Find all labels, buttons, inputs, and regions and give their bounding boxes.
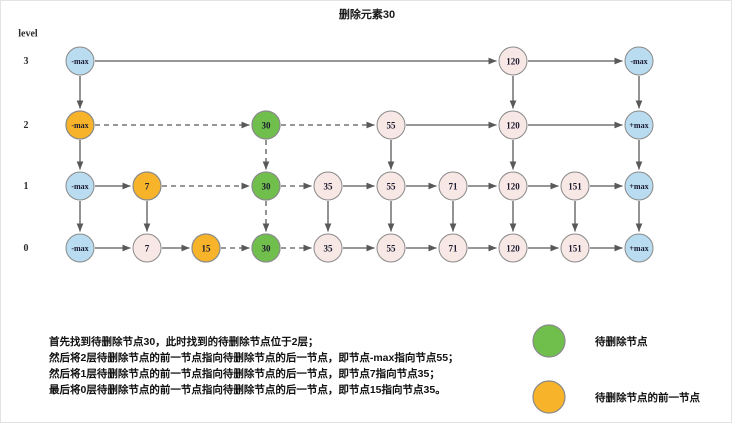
node-circle-icon: [624, 110, 654, 140]
node-circle-icon: [438, 171, 468, 201]
node-circle-icon: [498, 46, 528, 76]
skiplist-node-sentinel[interactable]: -max: [624, 46, 654, 76]
level-tick-label: 1: [24, 181, 29, 192]
page-title: 删除元素30: [339, 7, 395, 21]
skiplist-node-normal[interactable]: 120: [498, 233, 528, 263]
skiplist-node-sentinel[interactable]: +max: [624, 110, 654, 140]
skiplist-node-normal[interactable]: 151: [560, 171, 590, 201]
level-axis-layer: level 3 2 1 0: [18, 29, 38, 255]
skiplist-node-sentinel[interactable]: +max: [624, 233, 654, 263]
caption-line: 首先找到待删除节点30，此时找到的待删除节点位于2层；: [49, 335, 319, 348]
legend-label: 待删除节点的前一节点: [595, 391, 700, 404]
skiplist-node-normal[interactable]: 35: [313, 233, 343, 263]
level-tick-label: 3: [24, 56, 29, 67]
node-circle-icon: [65, 233, 95, 263]
skiplist-node-normal[interactable]: 7: [132, 233, 162, 263]
node-circle-icon: [376, 110, 406, 140]
skiplist-node-normal[interactable]: 120: [498, 171, 528, 201]
node-circle-icon: [498, 171, 528, 201]
skiplist-node-normal[interactable]: 151: [560, 233, 590, 263]
skiplist-node-sentinel[interactable]: +max: [624, 171, 654, 201]
legend-swatch-icon: [532, 380, 566, 414]
node-circle-icon: [251, 110, 281, 140]
node-circle-icon: [560, 233, 590, 263]
node-circle-icon: [313, 171, 343, 201]
caption-line: 然后将1层待删除节点的前一节点指向待删除节点的后一节点，即节点7指向节点35；: [48, 367, 440, 380]
skiplist-node-normal[interactable]: 55: [376, 233, 406, 263]
node-circle-icon: [191, 233, 221, 263]
node-circle-icon: [376, 171, 406, 201]
skiplist-node-target[interactable]: 30: [251, 233, 281, 263]
skiplist-node-normal[interactable]: 71: [438, 171, 468, 201]
node-circle-icon: [624, 233, 654, 263]
skiplist-node-sentinel[interactable]: -max: [65, 233, 95, 263]
skiplist-node-target[interactable]: 30: [251, 110, 281, 140]
legend-item: 待删除节点的前一节点: [532, 380, 700, 414]
skiplist-node-normal[interactable]: 55: [376, 171, 406, 201]
legend-item: 待删除节点: [532, 324, 648, 358]
skiplist-node-normal[interactable]: 35: [313, 171, 343, 201]
skiplist-node-normal[interactable]: 71: [438, 233, 468, 263]
skiplist-node-predecessor[interactable]: 7: [132, 171, 162, 201]
level-tick-label: 2: [24, 120, 29, 131]
node-circle-icon: [65, 171, 95, 201]
skiplist-node-normal[interactable]: 120: [498, 46, 528, 76]
node-circle-icon: [251, 233, 281, 263]
caption-block: 首先找到待删除节点30，此时找到的待删除节点位于2层； 然后将2层待删除节点的前一…: [48, 335, 459, 396]
caption-line: 然后将2层待删除节点的前一节点指向待删除节点的后一节点，即节点-max指向节点5…: [48, 351, 459, 364]
node-circle-icon: [65, 46, 95, 76]
skiplist-node-target[interactable]: 30: [251, 171, 281, 201]
skiplist-node-predecessor[interactable]: -max: [65, 110, 95, 140]
node-circle-icon: [498, 233, 528, 263]
node-circle-icon: [132, 233, 162, 263]
level-tick-label: 0: [24, 243, 29, 254]
skiplist-node-sentinel[interactable]: -max: [65, 171, 95, 201]
node-layer: -max 120 -max -max 30 55 120 +max -max 7 30 35 55 71 1…: [65, 46, 654, 263]
node-circle-icon: [251, 171, 281, 201]
node-circle-icon: [624, 171, 654, 201]
legend-swatch-icon: [532, 324, 566, 358]
skiplist-node-normal[interactable]: 120: [498, 110, 528, 140]
skiplist-node-predecessor[interactable]: 15: [191, 233, 221, 263]
node-circle-icon: [376, 233, 406, 263]
node-circle-icon: [560, 171, 590, 201]
node-circle-icon: [624, 46, 654, 76]
node-circle-icon: [132, 171, 162, 201]
skiplist-node-normal[interactable]: 55: [376, 110, 406, 140]
edge-layer: [76, 57, 643, 252]
skiplist-node-sentinel[interactable]: -max: [65, 46, 95, 76]
legend-label: 待删除节点: [595, 335, 648, 348]
node-circle-icon: [498, 110, 528, 140]
node-circle-icon: [65, 110, 95, 140]
caption-line: 最后将0层待删除节点的前一节点指向待删除节点的后一节点，即节点15指向节点35。: [49, 383, 446, 396]
node-circle-icon: [313, 233, 343, 263]
level-axis-caption: level: [18, 29, 38, 40]
node-circle-icon: [438, 233, 468, 263]
